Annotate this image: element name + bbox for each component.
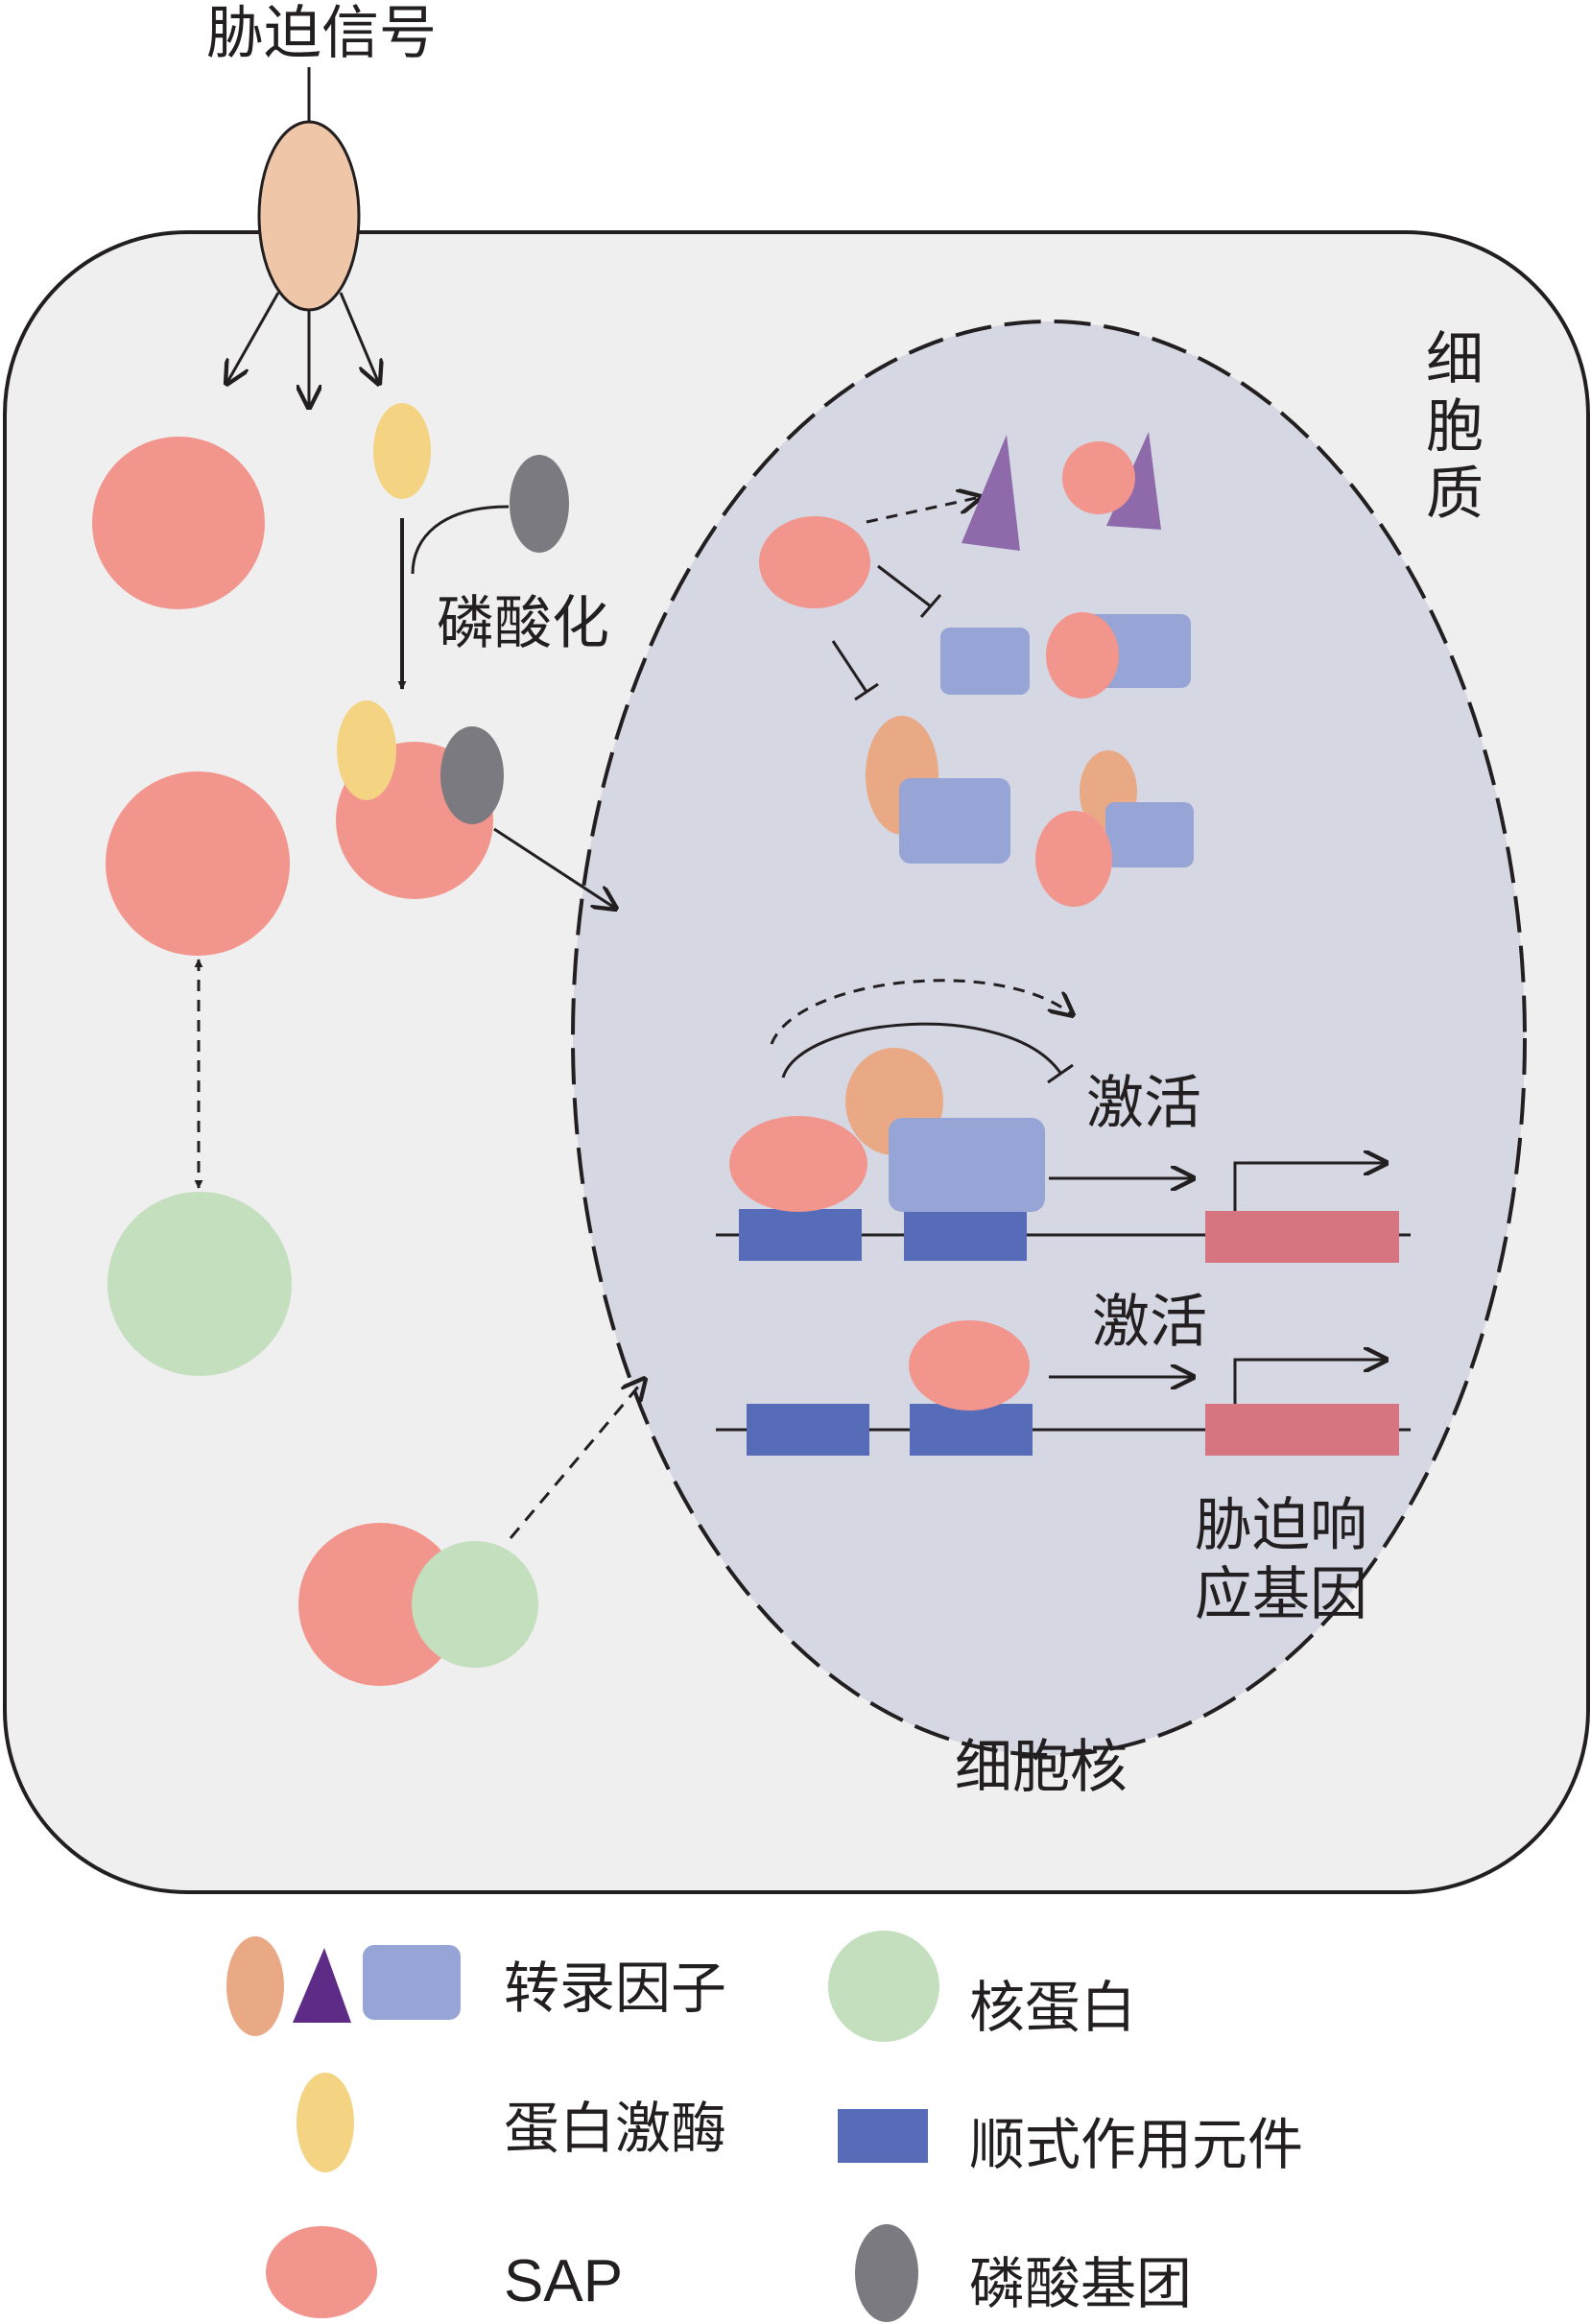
complex-sap	[298, 1523, 462, 1686]
phosphorylation-label: 磷酸化	[437, 590, 609, 657]
legend-transcription-factor: 转录因子	[504, 1956, 726, 2021]
cytoplasm-label-3: 质	[1426, 461, 1484, 528]
inhibition-line	[831, 640, 868, 693]
nucleus-label: 细胞核	[955, 1734, 1128, 1801]
complex-nuclear-protein	[412, 1541, 538, 1668]
phosphorylation-curve	[411, 505, 510, 575]
cis-element	[747, 1404, 869, 1456]
cytoplasm-label-1: 细	[1426, 326, 1484, 393]
cis-element	[739, 1209, 862, 1261]
tf-block-dna	[889, 1118, 1045, 1212]
transcription-start-arrow	[1233, 1163, 1387, 1211]
sap-inside-nucleus	[759, 516, 870, 608]
legend-cis-element	[838, 2109, 928, 2163]
legend-cis-element-label: 顺式作用元件	[969, 2112, 1303, 2177]
activation-label-2: 激活	[1092, 1289, 1207, 1356]
complex-import-arrow	[509, 1379, 645, 1539]
sap-small	[1035, 811, 1112, 907]
stress-gene-label-1: 胁迫响	[1195, 1492, 1367, 1559]
tf-triangle	[962, 435, 1020, 551]
legend-sap-label: SAP	[504, 2248, 623, 2314]
complex-kinase	[337, 700, 396, 800]
sap-circle	[106, 771, 290, 956]
stress-receptor	[257, 120, 361, 312]
legend-tf-block	[363, 1945, 461, 2020]
sap-bound-block	[1046, 612, 1119, 699]
complex-phosphate	[440, 726, 504, 824]
stress-gene-label-2: 应基因	[1195, 1561, 1367, 1628]
tf-block	[899, 778, 1010, 864]
activation-label-1: 激活	[1086, 1070, 1201, 1137]
cis-element	[904, 1209, 1027, 1261]
stress-gene	[1205, 1211, 1399, 1263]
sap-on-dna	[729, 1116, 867, 1212]
inhibition-bar	[919, 594, 942, 618]
phosphate-group	[510, 455, 569, 553]
cis-element	[910, 1404, 1033, 1456]
transcription-start-arrow	[1233, 1360, 1387, 1404]
activation-dashed-arc	[770, 979, 1073, 1045]
nucleus	[571, 320, 1527, 1757]
legend-phosphate-label: 磷酸基团	[969, 2251, 1192, 2316]
legend-tf-oval	[226, 1936, 284, 2036]
legend-protein-kinase: 蛋白激酶	[504, 2096, 726, 2161]
repression-arc	[781, 1022, 1062, 1079]
tf-block-small	[1105, 802, 1194, 867]
tf-block	[940, 628, 1030, 695]
legend-nuclear-protein	[828, 1931, 939, 2042]
legend-sap	[266, 2226, 377, 2318]
legend-kinase	[297, 2073, 354, 2172]
repression-bar	[1047, 1063, 1074, 1084]
legend-phosphate	[855, 2224, 918, 2322]
inhibition-line	[877, 564, 932, 608]
legend-nuclear-protein-label: 核蛋白	[969, 1975, 1136, 2040]
protein-kinase	[373, 403, 431, 499]
inhibition-bar	[854, 682, 879, 701]
stress-signal-label: 胁迫信号	[206, 0, 437, 67]
sap-circle	[92, 437, 265, 609]
sap-bound-triangle	[1062, 441, 1135, 514]
nuclear-protein-circle	[107, 1192, 292, 1376]
signal-arrow-left	[226, 292, 280, 384]
cytoplasm-label-2: 胞	[1426, 393, 1484, 461]
sap-on-dna	[909, 1320, 1030, 1411]
stress-gene	[1205, 1404, 1399, 1456]
import-arrow	[493, 827, 616, 909]
legend-tf-triangle	[293, 1948, 351, 2023]
signal-arrow-right	[339, 292, 379, 384]
